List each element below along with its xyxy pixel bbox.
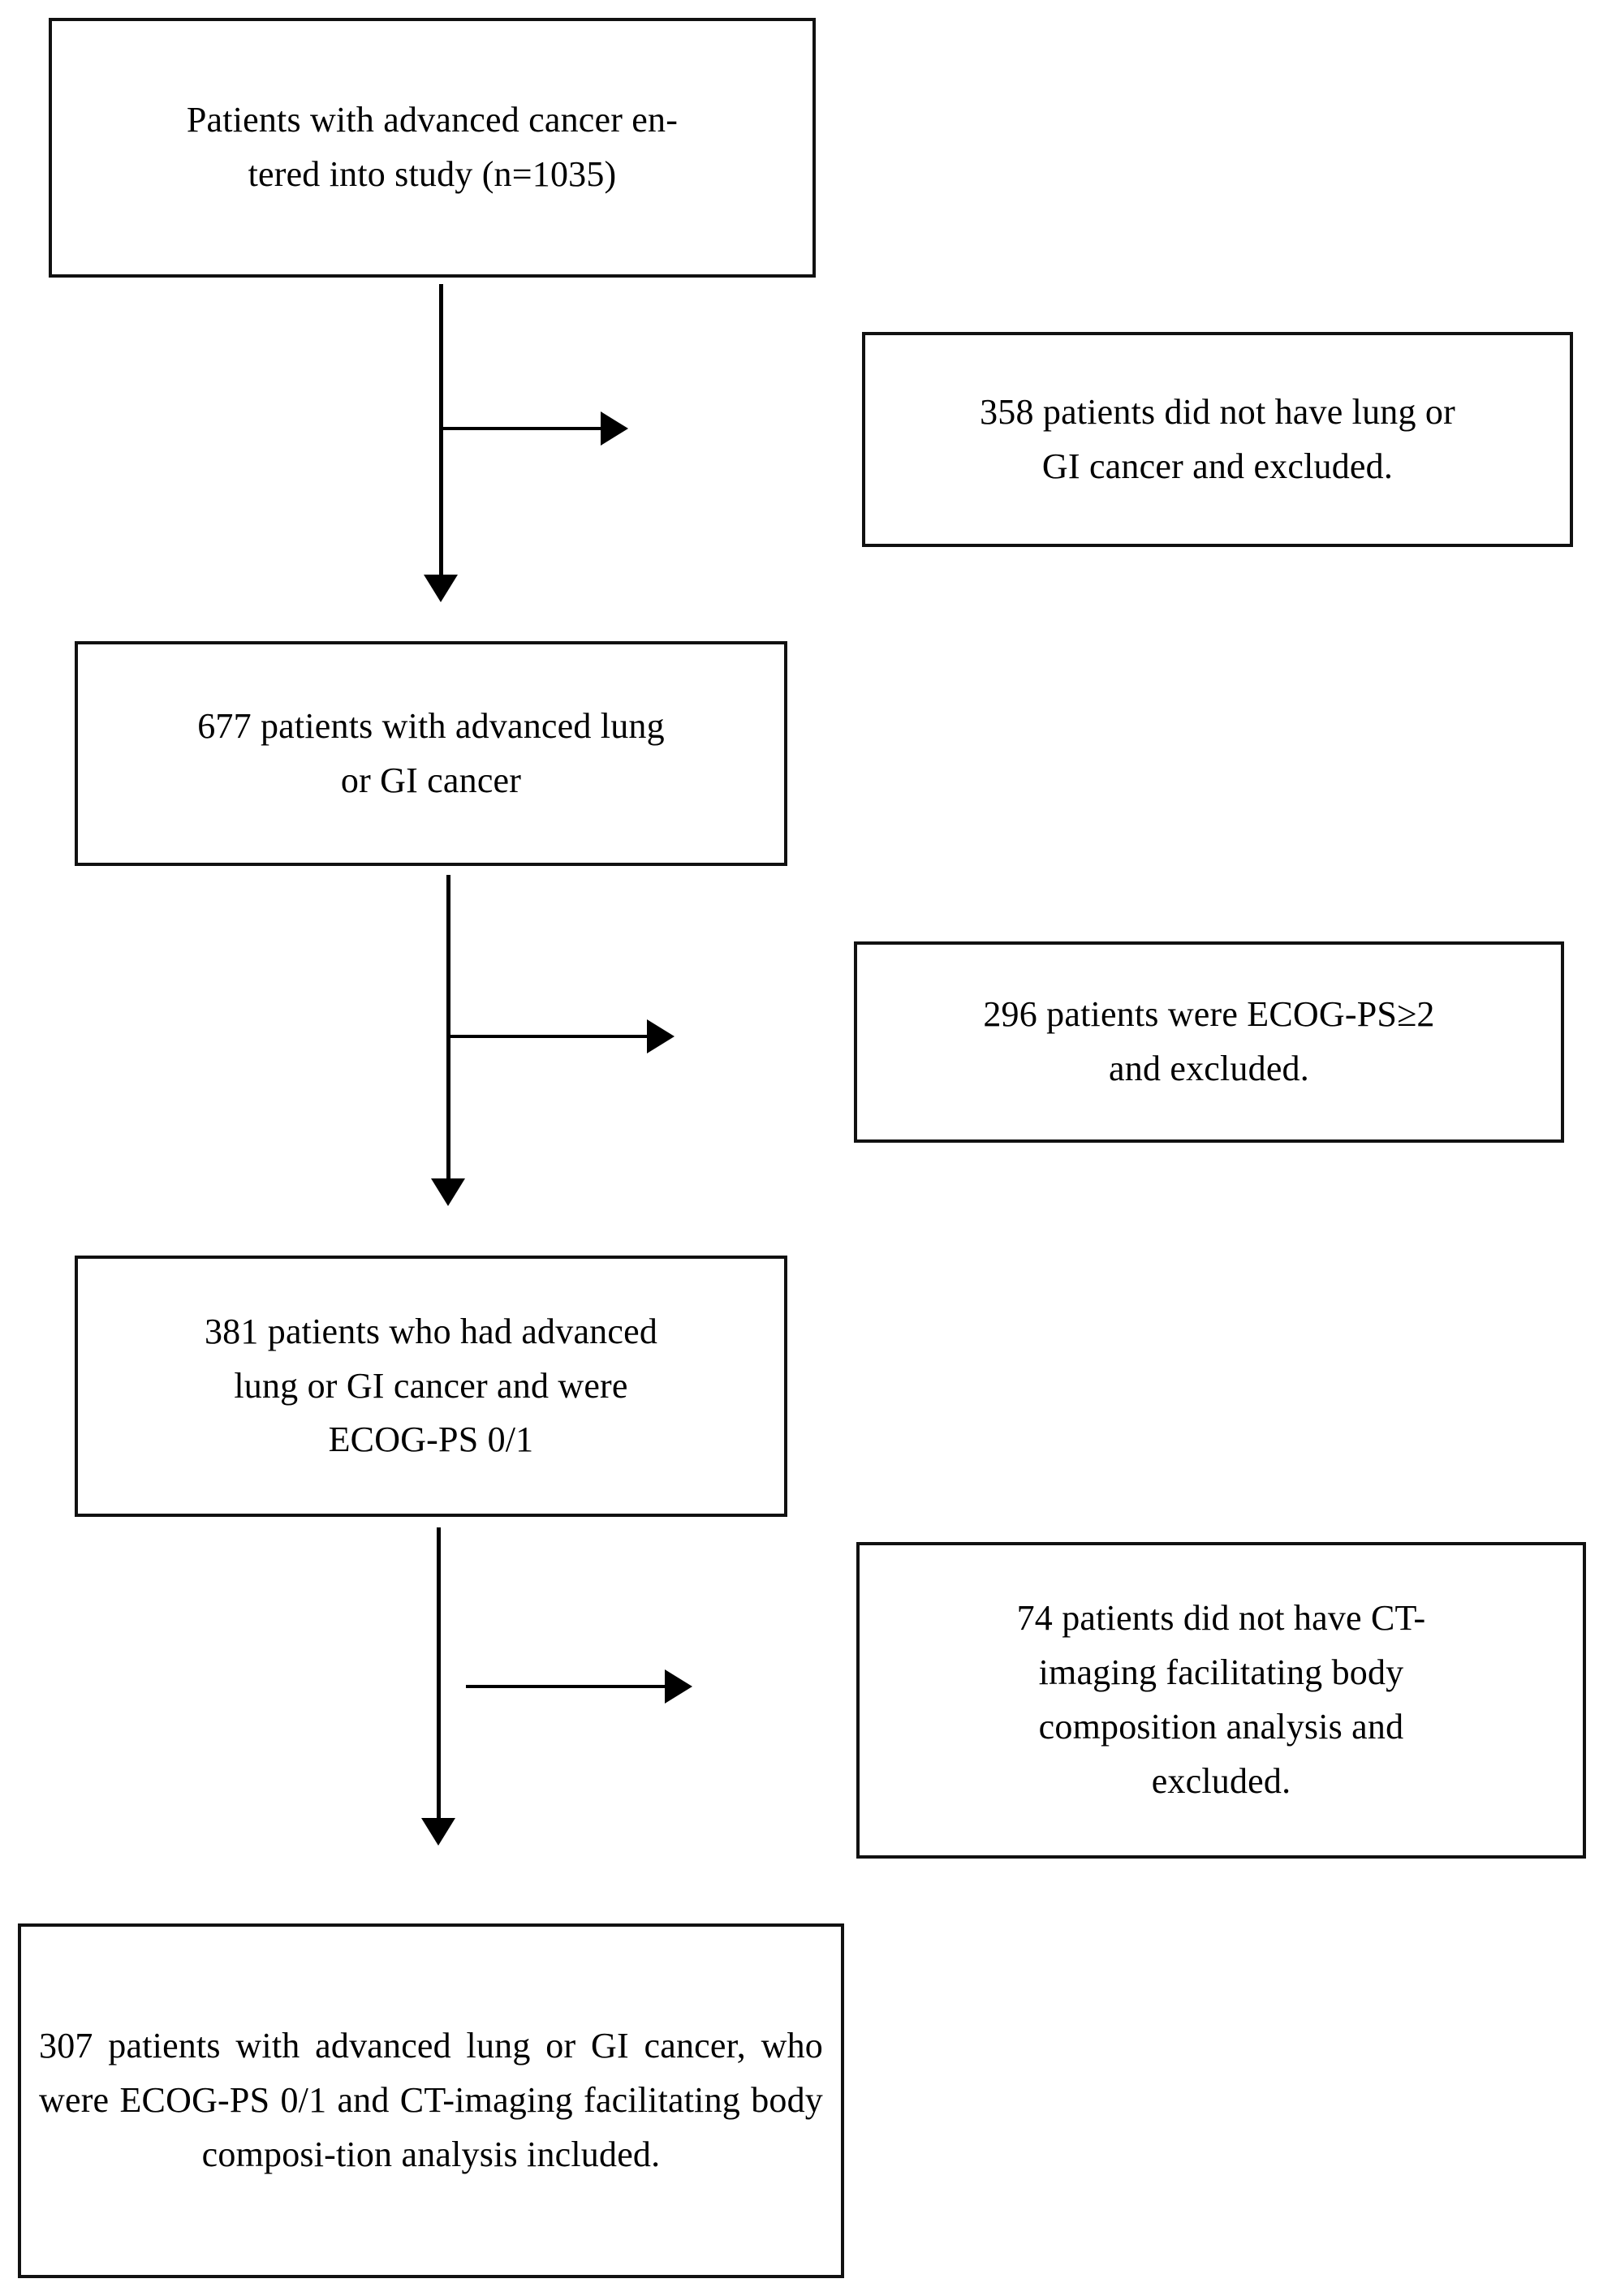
node-excluded-no-ct: 74 patients did not have CT- imaging fac… [856, 1542, 1586, 1859]
node-excluded-not-lung-gi-label: 358 patients did not have lung or GI can… [980, 391, 1455, 486]
arrowhead-right-lung-to-excluded-ecog [647, 1019, 675, 1053]
node-included-label: 307 patients with advanced lung or GI ca… [39, 2026, 823, 2174]
connector-line-ecog-to-included [437, 1527, 441, 1829]
connector-line-lung-to-ecog [446, 875, 450, 1191]
node-included: 307 patients with advanced lung or GI ca… [18, 1923, 844, 2278]
arrowhead-down-entered-to-lung [424, 575, 458, 602]
node-excluded-not-lung-gi: 358 patients did not have lung or GI can… [862, 332, 1573, 547]
arrowhead-right-entered-to-excluded-lung [601, 411, 628, 446]
arrowhead-down-lung-to-ecog [431, 1178, 465, 1206]
connector-line-lung-to-excluded-ecog [448, 1035, 649, 1038]
connector-line-entered-to-lung [439, 284, 443, 586]
arrowhead-right-ecog-to-excluded-ct [665, 1669, 692, 1704]
node-patients-entered: Patients with advanced cancer en- tered … [49, 18, 816, 278]
node-ecog-0-1: 381 patients who had advanced lung or GI… [75, 1256, 787, 1517]
connector-line-entered-to-excluded-lung [441, 427, 603, 430]
node-excluded-ecog-label: 296 patients were ECOG-PS≥2 and excluded… [983, 994, 1435, 1088]
node-lung-or-gi-label: 677 patients with advanced lung or GI ca… [197, 705, 665, 800]
connector-line-ecog-to-excluded-ct [466, 1685, 667, 1688]
node-ecog-0-1-label: 381 patients who had advanced lung or GI… [204, 1311, 658, 1460]
node-excluded-no-ct-label: 74 patients did not have CT- imaging fac… [1016, 1598, 1426, 1801]
node-excluded-ecog: 296 patients were ECOG-PS≥2 and excluded… [854, 941, 1564, 1143]
node-lung-or-gi: 677 patients with advanced lung or GI ca… [75, 641, 787, 866]
node-patients-entered-label: Patients with advanced cancer en- tered … [186, 100, 679, 194]
arrowhead-down-ecog-to-included [421, 1818, 455, 1846]
